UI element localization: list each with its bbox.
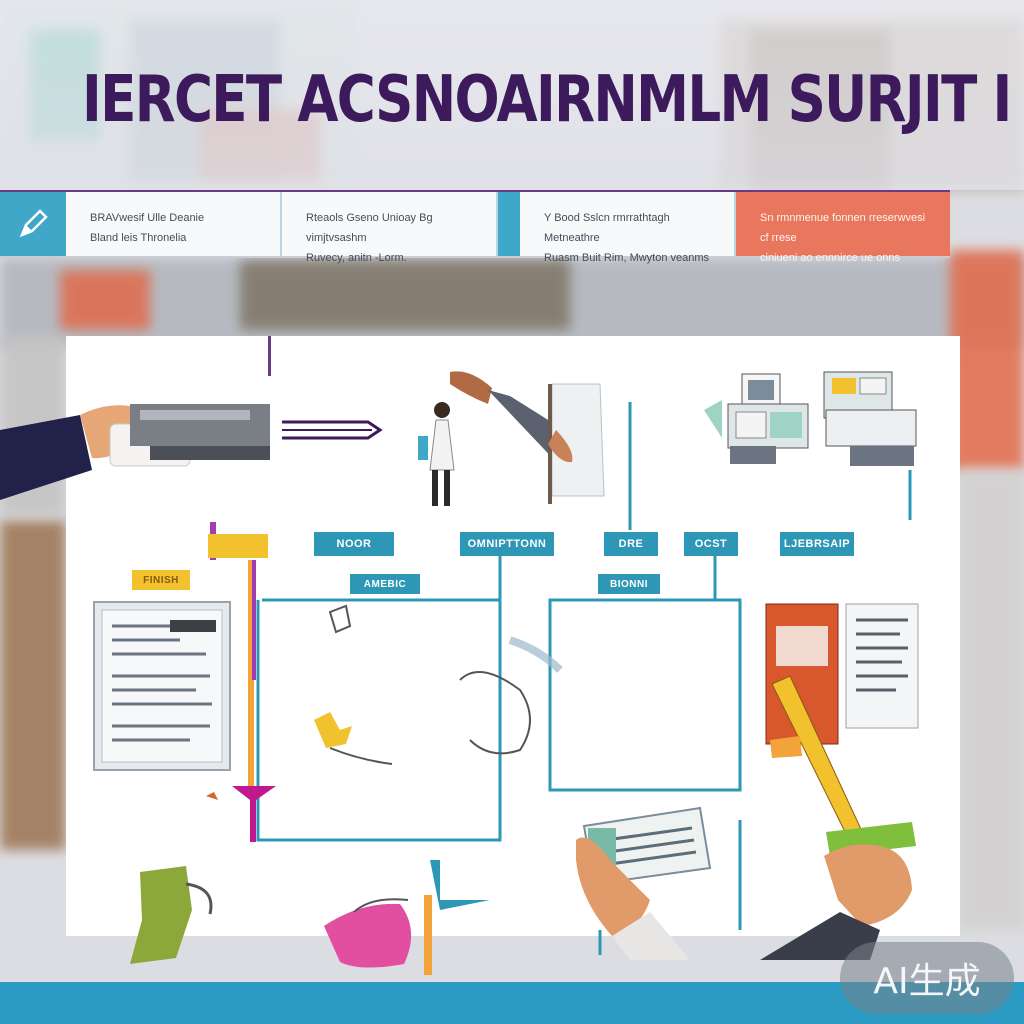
info-cell-3-line1: Y Bood Sslcn rmrrathtagh Metneathre bbox=[544, 212, 670, 244]
hand-with-device bbox=[0, 404, 383, 500]
arrow-marker bbox=[430, 860, 490, 910]
pencil-icon bbox=[19, 209, 48, 238]
top-tick-mark bbox=[268, 336, 271, 376]
tag-small-gold: FINISH bbox=[132, 570, 190, 590]
tag-gold-left bbox=[208, 534, 268, 558]
info-cell-1-line1: BRAVwesif Ulle Deanie bbox=[90, 212, 205, 224]
hand-with-money bbox=[760, 822, 916, 960]
info-cell-4-line2: ciniueni ao ennnirce ue onns bbox=[760, 252, 901, 264]
info-strip-icon bbox=[0, 192, 66, 256]
info-strip-divider-tab bbox=[498, 192, 520, 256]
connector-left-box bbox=[256, 555, 502, 842]
tag-noor: NOOR bbox=[314, 532, 394, 556]
tag-ocst: OCST bbox=[684, 532, 738, 556]
connector-lines bbox=[256, 402, 912, 955]
info-cell-3: Y Bood Sslcn rmrrathtagh Metneathre Ruas… bbox=[520, 192, 736, 264]
connector-right-box bbox=[548, 598, 742, 792]
ai-generated-watermark: AI生成 bbox=[840, 942, 1014, 1014]
funnel-marker bbox=[232, 786, 276, 842]
tag-omniptton: OMNIPTTONN bbox=[460, 532, 554, 556]
tag-ljebrsaip: LJEBRSAIP bbox=[780, 532, 854, 556]
orange-post bbox=[424, 895, 432, 975]
info-cell-1-line2: Bland leis Thronelia bbox=[90, 232, 187, 244]
info-cell-2-line2: Ruvecy, anitn -Lorm. bbox=[306, 252, 407, 264]
info-cell-1: BRAVwesif Ulle Deanie Bland leis Thronel… bbox=[66, 192, 282, 256]
hand-with-card bbox=[576, 806, 712, 960]
info-cell-2: Rteaols Gseno Unioay Bg vimjtvsashm Ruve… bbox=[282, 192, 498, 264]
tag-bionni: BIONNI bbox=[598, 574, 660, 594]
timeline-bar-gold bbox=[248, 560, 254, 790]
info-cell-3-line2: Ruasm Buit Rim, Mwyton veanms bbox=[544, 252, 710, 264]
bottom-left-objects bbox=[130, 866, 412, 968]
document-left bbox=[93, 601, 231, 771]
middle-sketches bbox=[206, 604, 563, 800]
title-band bbox=[0, 0, 1024, 190]
tag-dre: DRE bbox=[604, 532, 658, 556]
books-with-pencil bbox=[765, 603, 919, 847]
info-cell-2-line1: Rteaols Gseno Unioay Bg vimjtvsashm bbox=[306, 212, 433, 244]
timeline-bar-purple bbox=[252, 560, 256, 680]
info-cell-4: Sn rmnmenue fonnen rreserwvesi cf rrese … bbox=[736, 192, 950, 264]
tag-amebic: AMEBIC bbox=[350, 574, 420, 594]
info-strip: BRAVwesif Ulle Deanie Bland leis Thronel… bbox=[0, 190, 950, 264]
devices-cluster bbox=[704, 371, 917, 466]
person-figure bbox=[418, 402, 455, 506]
info-cell-4-line1: Sn rmnmenue fonnen rreserwvesi cf rrese bbox=[760, 212, 926, 244]
hand-with-paper bbox=[450, 371, 605, 504]
